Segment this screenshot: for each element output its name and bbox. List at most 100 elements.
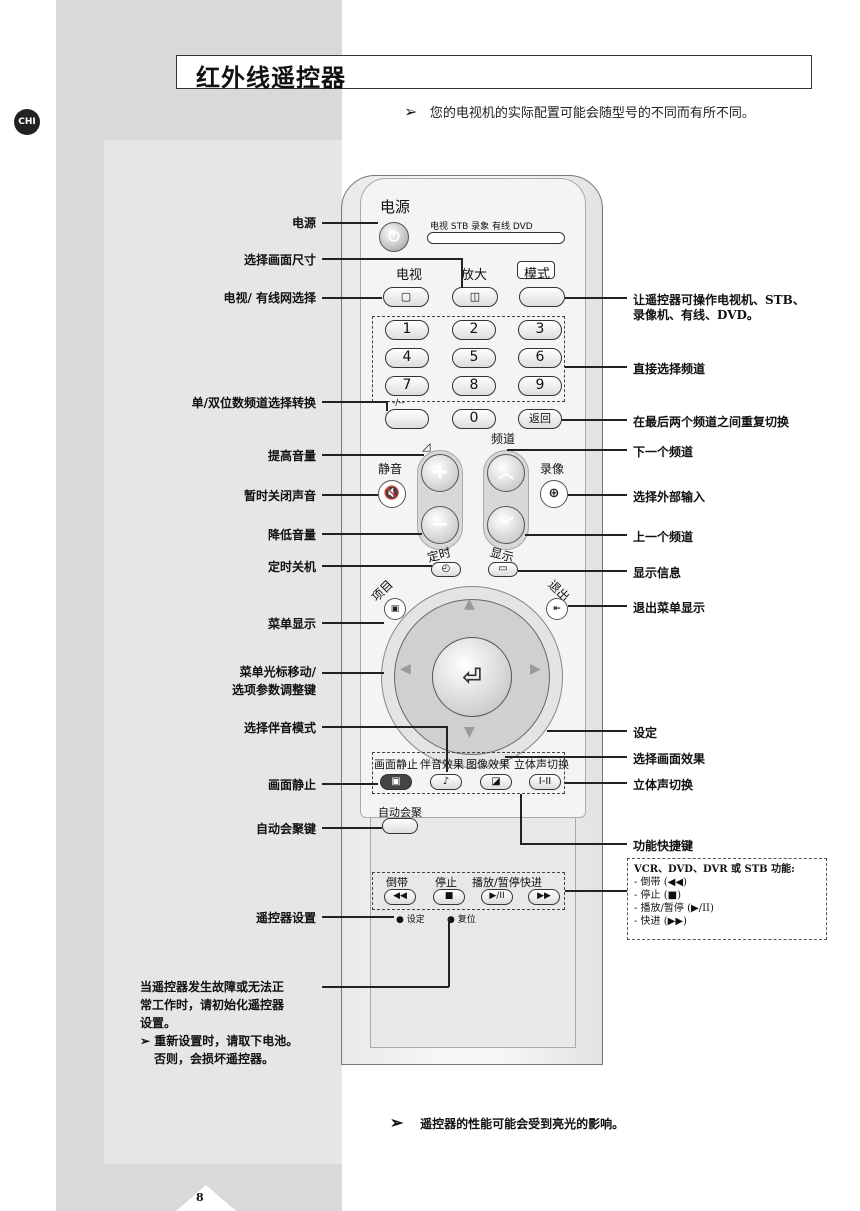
set-text: ● 设定 [396, 915, 425, 925]
stereo-button[interactable]: I-II [529, 774, 561, 790]
callout-channel-down: 上一个频道 [633, 530, 694, 544]
fast-forward-button[interactable]: ▶▶ [528, 889, 560, 905]
stop-button[interactable]: ■ [433, 889, 465, 905]
callout-sleep: 定时关机 [267, 560, 316, 574]
dpad-right-button[interactable]: ▶ [530, 661, 541, 677]
play-pause-button[interactable]: ▶/II [481, 889, 513, 905]
function-key-label: 立体声切换 [514, 758, 569, 771]
leader-line [322, 454, 424, 456]
input-button[interactable]: ⊕ [540, 480, 568, 508]
auto-convergence-button[interactable] [382, 818, 418, 834]
vcr-key-label: 倒带 [386, 876, 408, 889]
menu-button[interactable]: ▣ [384, 598, 406, 620]
dpad-down-button[interactable]: ▼ [464, 724, 475, 740]
digit-7-button[interactable]: 7 [385, 376, 429, 396]
callout-still: 画面静止 [267, 778, 316, 792]
remote-lower-panel [370, 818, 576, 1048]
still-button[interactable]: ▣ [380, 774, 412, 790]
digit-0-button[interactable]: 0 [452, 409, 496, 429]
digit-1-button[interactable]: 1 [385, 320, 429, 340]
digit-8-button[interactable]: 8 [452, 376, 496, 396]
callout-enter: 设定 [633, 726, 658, 740]
vcr-box-item: - 倒带 (◀◀) [634, 877, 687, 888]
callout-sound-mode: 选择伴音模式 [243, 721, 316, 735]
reset-text: ● 复位 [447, 915, 476, 925]
gray-panel [104, 140, 342, 1164]
channel-up-button[interactable]: ︿ [487, 454, 525, 492]
language-badge: CHI [14, 109, 40, 135]
callout-stereo: 立体声切换 [633, 778, 694, 792]
callout-single-double-digit: 单/双位数频道选择转换 [191, 396, 316, 410]
exit-button[interactable]: ⇤ [546, 598, 568, 620]
mode-text: 模式 [524, 267, 551, 282]
mode-text-box [517, 261, 555, 279]
channel-text: 频道 [491, 432, 516, 446]
leader-line [322, 916, 394, 918]
leader-line [520, 794, 522, 844]
leader-line [565, 782, 627, 784]
callout-function-keys: 功能快捷键 [633, 839, 694, 853]
dash-text: -/-- [392, 398, 405, 408]
callout-volume-up: 提高音量 [267, 449, 316, 463]
dpad-left-button[interactable]: ◀ [400, 661, 411, 677]
callout-volume-down: 降低音量 [267, 528, 316, 542]
leader-line [525, 534, 627, 536]
channel-down-button[interactable]: ﹀ [487, 506, 525, 544]
mode-indicator-bar [427, 232, 565, 244]
page-title: 红外线遥控器 [196, 63, 346, 92]
leader-line [322, 827, 382, 829]
callout-prev-channel: 在最后两个频道之间重复切换 [633, 415, 790, 429]
picture-effect-button[interactable]: ◪ [480, 774, 512, 790]
digit-4-button[interactable]: 4 [385, 348, 429, 368]
leader-line [518, 570, 627, 572]
callout-channel-up: 下一个频道 [633, 445, 694, 459]
leader-line [565, 297, 627, 299]
leader-line [461, 258, 463, 288]
mute-button[interactable]: 🔇 [378, 480, 406, 508]
zoom-button[interactable]: ◫ [452, 287, 498, 307]
callout-mute: 暂时关闭声音 [243, 489, 316, 503]
arrow-icon: ➢ [390, 1113, 404, 1132]
vcr-key-label: 停止 [435, 876, 457, 889]
return-button[interactable]: 返回 [518, 409, 562, 429]
bottom-note-text: 遥控器的性能可能会受到亮光的影响。 [420, 1117, 625, 1131]
callout-external-input: 选择外部输入 [633, 490, 706, 504]
digit-6-button[interactable]: 6 [518, 348, 562, 368]
leader-line [322, 726, 447, 728]
dash-button[interactable] [385, 409, 429, 429]
sound-effect-button[interactable]: ♪ [430, 774, 462, 790]
mode-indicators: 电视 STB 录象 有线 DVD [430, 222, 533, 232]
record-text: 录像 [540, 462, 565, 476]
volume-down-button[interactable]: − [421, 506, 459, 544]
leader-line [322, 222, 378, 224]
info-button[interactable]: ▭ [488, 562, 518, 577]
callout-picture-size: 选择画面尺寸 [243, 253, 316, 267]
leader-line [448, 918, 450, 987]
digit-9-button[interactable]: 9 [518, 376, 562, 396]
leader-line [322, 672, 384, 674]
power-button[interactable]: ⏻ [379, 222, 409, 252]
digit-2-button[interactable]: 2 [452, 320, 496, 340]
callout-auto-convergence: 自动会聚键 [255, 822, 316, 836]
reset-callout-line: 否则，会损坏遥控器。 [154, 1052, 275, 1066]
vcr-box-item: - 播放/暂停 (▶/II) [634, 903, 714, 914]
volume-up-button[interactable]: + [421, 454, 459, 492]
mode-button[interactable] [519, 287, 565, 307]
auto-convergence-text: 自动会聚 [378, 806, 422, 819]
digit-5-button[interactable]: 5 [452, 348, 496, 368]
vcr-function-box: VCR、DVD、DVR 或 STB 功能: - 倒带 (◀◀) - 停止 (■)… [627, 858, 827, 940]
leader-line [565, 890, 627, 892]
arrow-icon: ➢ [404, 102, 418, 121]
enter-button[interactable]: ⏎ [432, 637, 512, 717]
callout-mode-line1: 让遥控器可操作电视机、STB、 [633, 293, 805, 307]
sleep-button[interactable]: ◴ [431, 562, 461, 577]
reset-callout-line: 当遥控器发生故障或无法正 [140, 980, 285, 994]
callout-tv-cable: 电视/ 有线网选择 [223, 291, 316, 305]
digit-3-button[interactable]: 3 [518, 320, 562, 340]
rewind-button[interactable]: ◀◀ [384, 889, 416, 905]
leader-line [322, 986, 449, 988]
tv-button[interactable]: ▢ [383, 287, 429, 307]
bottom-note: ➢ 遥控器的性能可能会受到亮光的影响。 [390, 1113, 624, 1132]
dpad-up-button[interactable]: ▲ [464, 596, 475, 612]
function-key-label: 伴音效果 [420, 758, 464, 771]
